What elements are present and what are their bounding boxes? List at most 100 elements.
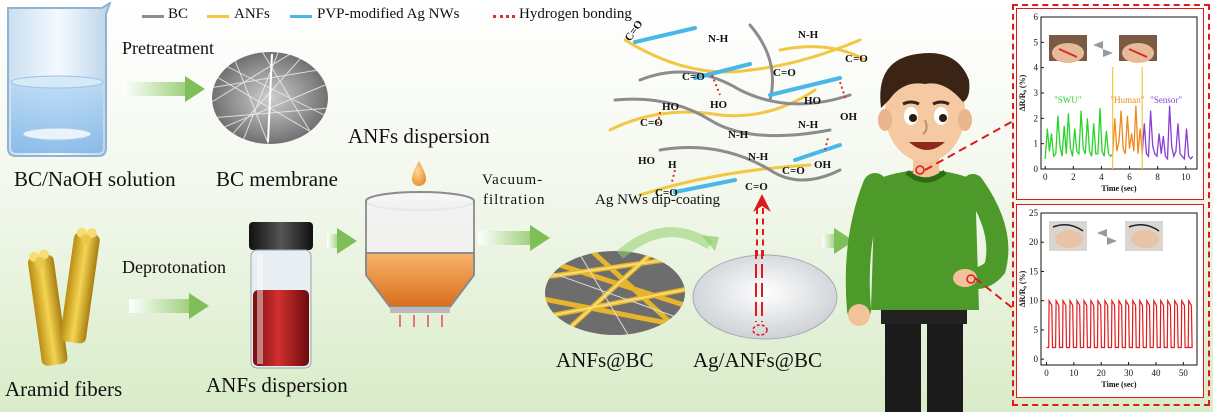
svg-text:N-H: N-H (798, 29, 819, 41)
y-tick-label: 15 (1029, 266, 1039, 276)
bottom-swap-arrow-right (1107, 237, 1117, 245)
bottom-photo-1 (1049, 221, 1087, 251)
y-tick-label: 0 (1034, 164, 1039, 174)
svg-text:N-H: N-H (728, 129, 749, 141)
legend-bc-swatch (142, 15, 164, 18)
ag-anfs-bc-label: Ag/ANFs@BC (693, 348, 823, 372)
vacuum-label-line2: filtration (483, 192, 546, 208)
filtration-funnel-image (365, 161, 475, 327)
series-line-1 (1112, 105, 1143, 155)
x-tick-label: 8 (1155, 172, 1160, 182)
plot-frame (1040, 212, 1198, 366)
vacuum-label-line1: Vacuum- (482, 172, 544, 188)
svg-text:N-H: N-H (748, 151, 769, 163)
x-tick-label: 0 (1043, 172, 1048, 182)
x-axis-label: Time (sec) (1101, 380, 1137, 389)
svg-text:N-H: N-H (708, 33, 729, 45)
svg-text:C=O: C=O (655, 187, 678, 199)
svg-text:HO: HO (638, 155, 656, 167)
anfs-bc-label: ANFs@BC (556, 348, 654, 372)
svg-text:HO: HO (804, 95, 822, 107)
series-line-0 (1044, 108, 1114, 159)
svg-text:H: H (668, 159, 677, 171)
zoom-up-arrowhead (753, 194, 771, 212)
svg-text:C=O: C=O (745, 181, 768, 193)
series-annotation-1: "Human" (1111, 95, 1145, 105)
bottom-photo-1-wire (1052, 224, 1084, 232)
bottom-swap-arrow-left (1097, 229, 1107, 237)
y-tick-label: 4 (1034, 63, 1039, 73)
top-photo-1-sensor (1058, 48, 1078, 58)
x-tick-label: 4 (1099, 172, 1104, 182)
y-tick-label: 25 (1029, 208, 1039, 218)
series-line-2 (1141, 105, 1194, 161)
anfs-dispersion-top-label: ANFs dispersion (348, 124, 490, 148)
filtration-arrow (478, 225, 550, 251)
aramid-fibers-label: Aramid fibers (5, 377, 123, 401)
bottom-photo-1-hand (1055, 230, 1083, 248)
x-axis-label: Time (sec) (1101, 184, 1137, 193)
svg-text:C=O: C=O (682, 71, 705, 83)
bc-membrane-image (212, 52, 328, 144)
y-tick-label: 10 (1029, 296, 1039, 306)
top-photo-1 (1049, 35, 1087, 63)
legend-bc-label: BC (168, 6, 189, 22)
deprotonation-arrow (129, 293, 209, 319)
wearer-cartoon (845, 53, 1009, 412)
x-tick-label: 40 (1151, 368, 1161, 378)
coating-curved-arrow (616, 227, 719, 259)
x-tick-label: 10 (1181, 172, 1191, 182)
bottom-photo-2 (1125, 221, 1163, 251)
beaker-illustration (7, 2, 112, 157)
svg-text:OH: OH (840, 111, 858, 123)
y-tick-label: 0 (1034, 354, 1039, 364)
bottom-photo-2-wire (1128, 224, 1160, 232)
y-axis-label: ΔR/R₀ (%) (1018, 74, 1027, 111)
bottom-photo-2-hand (1131, 230, 1159, 248)
svg-text:C=O: C=O (640, 117, 663, 129)
svg-text:OH: OH (814, 159, 832, 171)
series-annotation-2: "Sensor" (1150, 95, 1182, 105)
legend-agnws-label: PVP-modified Ag NWs (317, 6, 460, 22)
x-tick-label: 10 (1069, 368, 1079, 378)
series-annotation-0: "SWU" (1054, 95, 1082, 105)
y-tick-label: 3 (1034, 88, 1039, 98)
pretreatment-arrow (123, 76, 205, 102)
neck-sensor-marker (915, 165, 925, 175)
legend-anfs-swatch (207, 15, 229, 18)
x-tick-label: 30 (1124, 368, 1134, 378)
zoom-dashed-line (756, 208, 764, 256)
molecular-network-schematic: C=O C=O HO N-H N-H C=O C=O C=O HO HO OH … (608, 20, 868, 199)
top-photo-2 (1119, 35, 1157, 63)
svg-text:HO: HO (710, 99, 728, 111)
legend-anfs-label: ANFs (234, 6, 270, 22)
swap-arrow-left (1093, 41, 1103, 49)
svg-text:C=O: C=O (773, 67, 796, 79)
bc-naoh-label: BC/NaOH solution (14, 167, 176, 191)
svg-text:C=O: C=O (845, 53, 868, 65)
x-tick-label: 50 (1179, 368, 1189, 378)
legend-agnws-swatch (290, 15, 312, 18)
y-tick-label: 5 (1034, 37, 1039, 47)
aramid-fibers-image (27, 227, 100, 366)
y-axis-label: ΔR/R₀ (%) (1018, 270, 1027, 307)
anfs-dispersion-bottom-label: ANFs dispersion (206, 373, 348, 397)
anfs-bc-membrane-image (545, 251, 685, 335)
svg-text:HO: HO (662, 101, 680, 113)
pretreatment-label: Pretreatment (122, 38, 214, 58)
bc-membrane-label: BC membrane (216, 167, 338, 191)
series-line-0 (1046, 298, 1193, 349)
top-photo-2-sensor (1128, 48, 1148, 58)
y-tick-label: 2 (1034, 113, 1039, 123)
vial-to-funnel-arrow (327, 228, 357, 254)
y-tick-label: 1 (1034, 139, 1039, 149)
x-tick-label: 0 (1044, 368, 1049, 378)
chart-connector-lines (924, 119, 1016, 311)
x-tick-label: 2 (1071, 172, 1076, 182)
deprotonation-label: Deprotonation (122, 257, 226, 277)
ag-anfs-bc-membrane-image (692, 250, 838, 340)
